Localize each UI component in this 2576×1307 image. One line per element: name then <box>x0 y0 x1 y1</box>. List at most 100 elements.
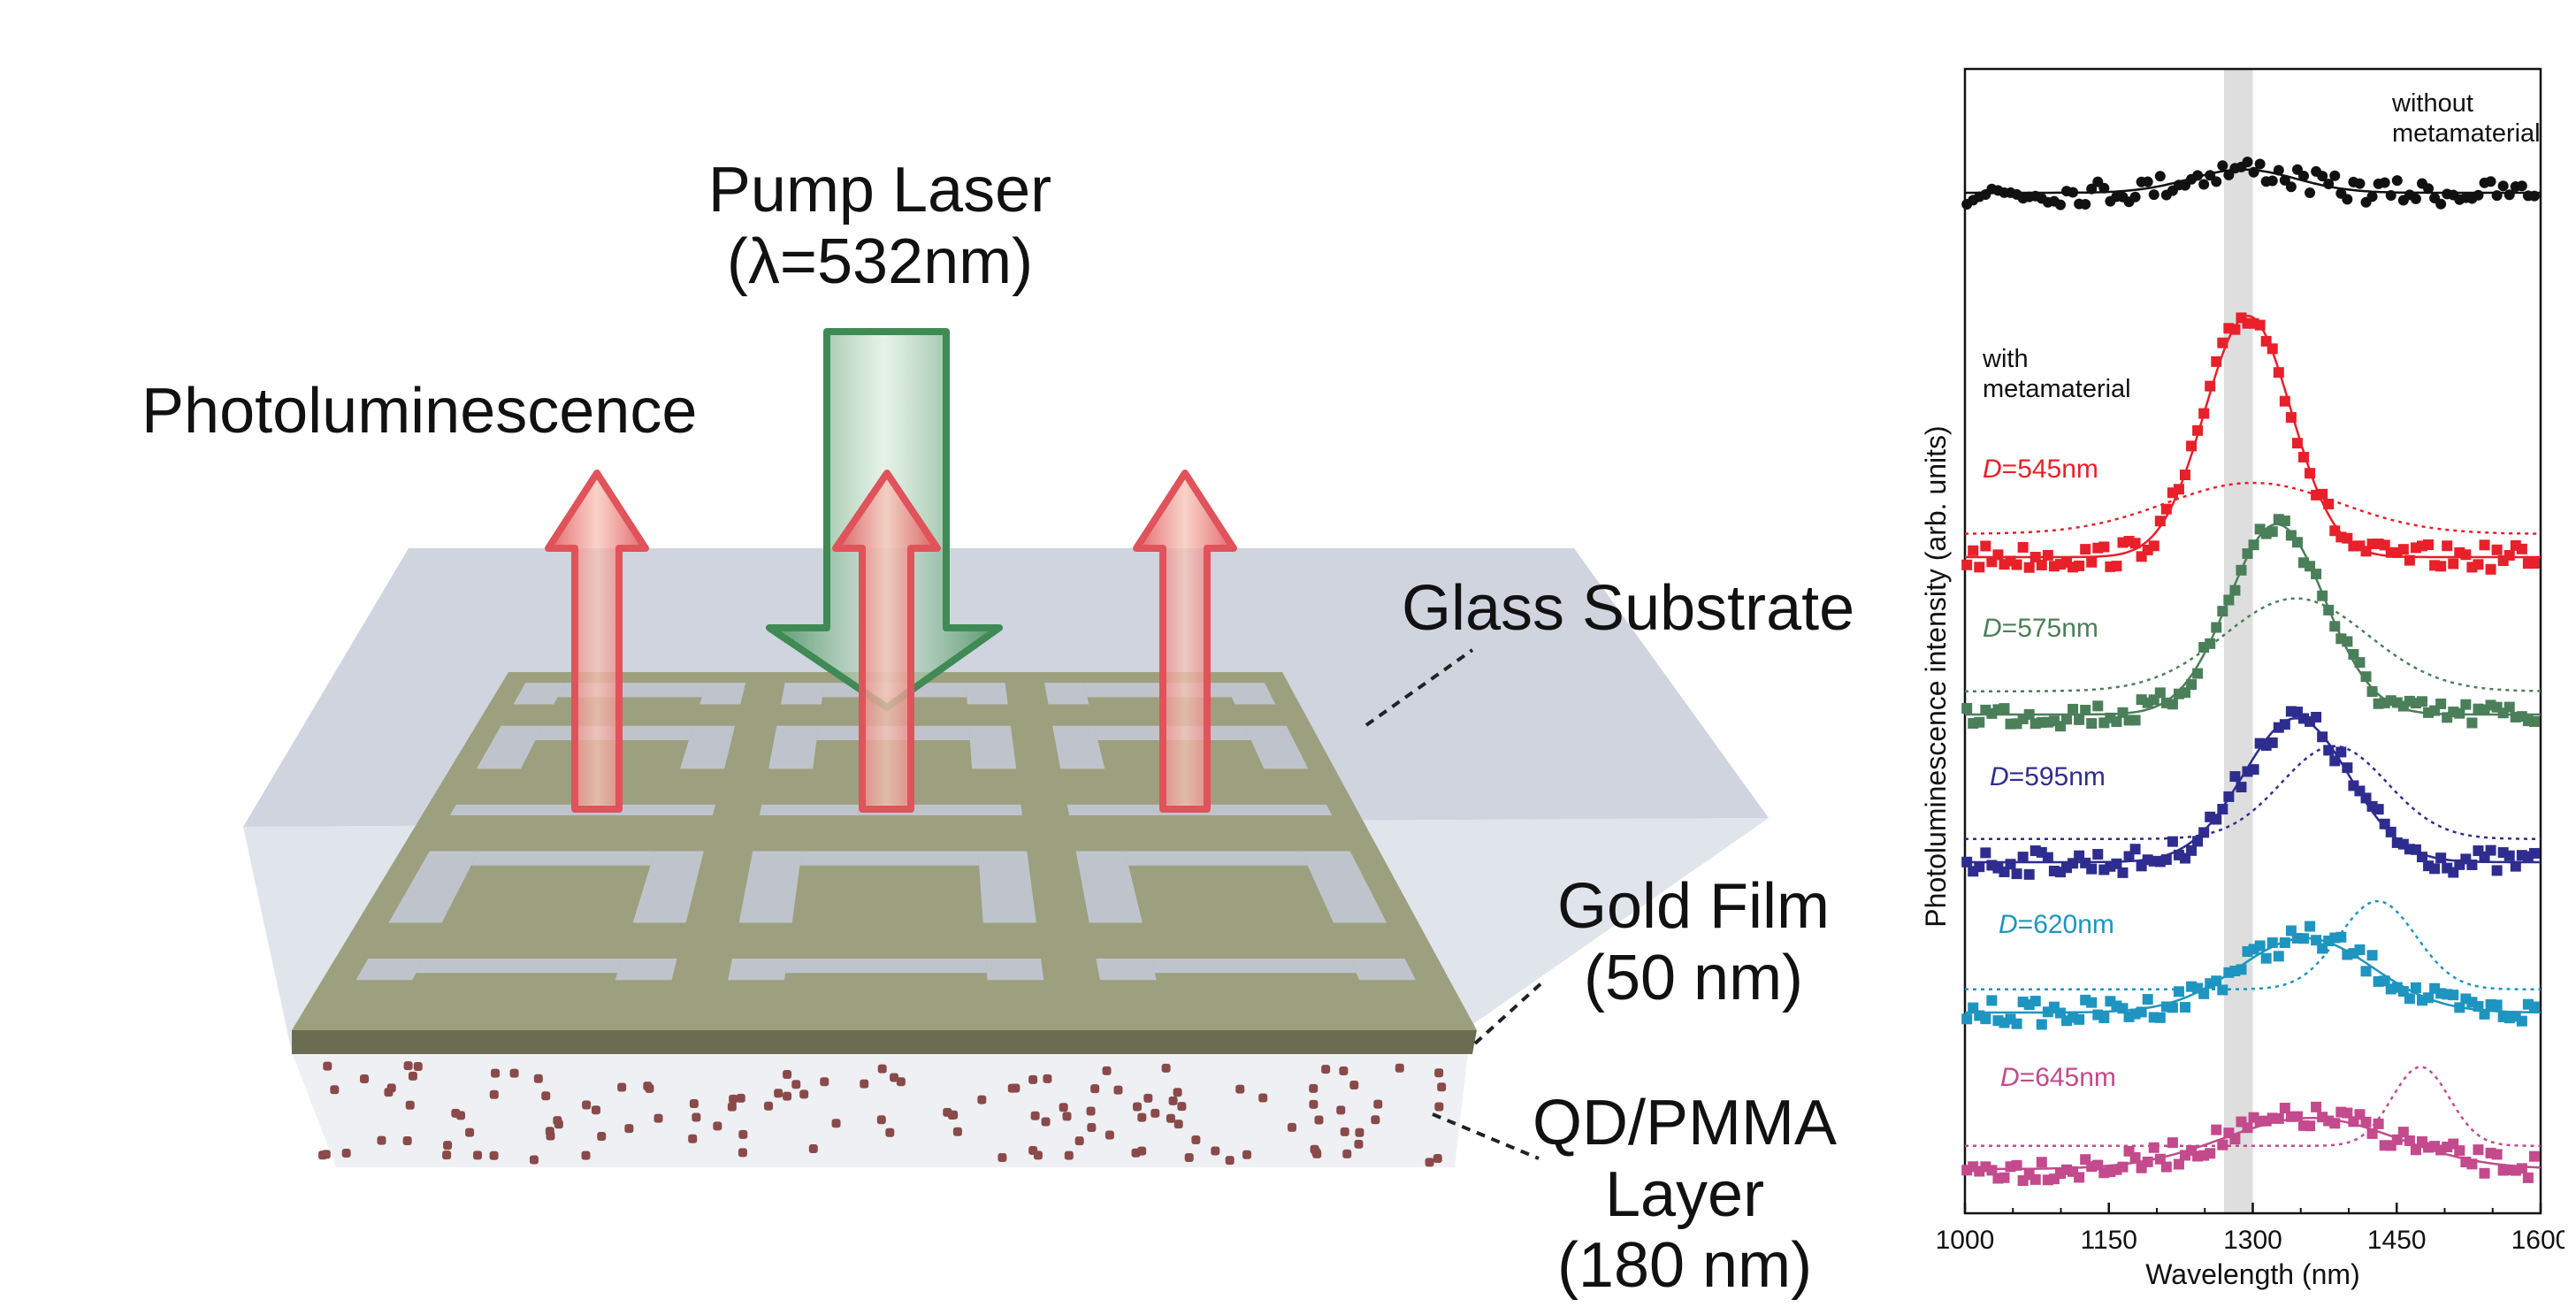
quantum-dot <box>876 1115 886 1125</box>
data-point <box>2254 940 2266 952</box>
quantum-dot <box>408 1071 417 1081</box>
data-point <box>2410 982 2421 993</box>
quantum-dot <box>1355 1127 1364 1137</box>
quantum-dot <box>402 1136 412 1146</box>
pl-arrow-right <box>1133 470 1237 813</box>
data-point <box>2491 999 2503 1011</box>
data-point <box>2117 1003 2129 1014</box>
quantum-dot <box>443 1141 453 1150</box>
quantum-dot <box>729 1094 738 1104</box>
data-point <box>2266 343 2278 355</box>
quantum-dot <box>977 1095 987 1104</box>
quantum-dot <box>533 1074 543 1083</box>
data-point <box>2217 804 2228 815</box>
data-point <box>2342 636 2353 647</box>
data-point <box>2198 988 2210 999</box>
quantum-dot <box>727 1102 737 1112</box>
data-point <box>2111 858 2122 869</box>
data-point <box>2360 671 2372 683</box>
data-point <box>2397 1127 2409 1138</box>
quantum-dot <box>1166 1113 1175 1123</box>
data-point <box>2429 863 2441 875</box>
quantum-dot <box>554 1120 563 1129</box>
quantum-dot <box>1184 1153 1194 1163</box>
data-point <box>2528 1001 2540 1013</box>
data-point <box>2154 171 2166 182</box>
series-label: D=545nm <box>1983 455 2098 484</box>
data-point <box>2054 199 2066 210</box>
data-point <box>2242 548 2253 560</box>
data-point <box>2092 849 2104 860</box>
quantum-dot <box>1087 1122 1097 1132</box>
reference-curve <box>1965 481 2541 535</box>
hole-slot <box>728 959 788 981</box>
reference-curve <box>1965 1066 2541 1148</box>
data-point <box>2435 852 2447 864</box>
hole-slot <box>1125 851 1308 866</box>
data-point <box>2466 859 2478 870</box>
quantum-dot <box>1340 1127 1349 1136</box>
reference-curve <box>1965 597 2541 692</box>
data-point <box>2348 648 2359 660</box>
data-point <box>2211 975 2222 987</box>
data-point <box>2198 179 2210 190</box>
data-point <box>2473 559 2484 570</box>
series-label: D=575nm <box>1983 614 2098 643</box>
data-point <box>2360 792 2372 804</box>
data-point <box>2017 541 2029 553</box>
data-point <box>2497 180 2509 192</box>
data-point <box>2068 703 2079 715</box>
data-point <box>2335 746 2347 758</box>
data-point <box>2305 187 2316 198</box>
data-point <box>2466 717 2478 729</box>
data-point <box>2223 169 2235 180</box>
series-label: D=620nm <box>1999 910 2114 939</box>
data-point <box>1986 995 1998 1006</box>
quantum-dot <box>1211 1146 1220 1156</box>
x-tick-label: 1000 <box>1936 1226 1995 1255</box>
data-point <box>2205 380 2216 392</box>
data-point <box>2192 170 2204 181</box>
quantum-dot <box>1028 1145 1038 1155</box>
hole-slot <box>1096 959 1157 981</box>
data-point <box>2279 1103 2290 1114</box>
data-point <box>2329 621 2341 632</box>
data-point <box>2491 544 2503 555</box>
data-point <box>1961 1013 1973 1025</box>
data-point <box>2354 944 2366 955</box>
data-point <box>2011 868 2022 880</box>
data-point <box>2473 1144 2484 1156</box>
data-point <box>2148 540 2159 552</box>
data-point <box>2223 791 2235 802</box>
data-point <box>2111 716 2122 728</box>
quantum-dot <box>597 1132 607 1142</box>
data-point <box>1974 562 1985 573</box>
quantum-dot <box>529 1155 539 1165</box>
data-point <box>2236 964 2247 975</box>
data-point <box>2485 845 2496 856</box>
data-point <box>2017 852 2029 863</box>
data-point <box>2435 198 2447 210</box>
data-point <box>2385 826 2396 837</box>
data-point <box>2198 408 2210 419</box>
data-point <box>2491 190 2503 202</box>
data-point <box>2211 1124 2222 1135</box>
hole-slot <box>1044 683 1089 705</box>
series-label: D=645nm <box>2000 1063 2116 1092</box>
data-point <box>2098 541 2110 553</box>
data-point <box>2023 708 2035 720</box>
data-point <box>1980 540 1991 552</box>
quantum-dot <box>1339 1066 1349 1076</box>
data-point <box>2354 657 2366 669</box>
quantum-dot <box>860 1079 869 1089</box>
quantum-dot <box>321 1150 331 1159</box>
qd-layer-thickness: (180 nm) <box>1556 1230 1813 1302</box>
data-point <box>2211 814 2222 825</box>
quantum-dot <box>1433 1153 1442 1163</box>
quantum-dot <box>624 1124 634 1134</box>
data-point <box>2323 499 2335 510</box>
qd-pmma-layer <box>292 1052 1468 1167</box>
quantum-dot <box>1043 1074 1052 1083</box>
